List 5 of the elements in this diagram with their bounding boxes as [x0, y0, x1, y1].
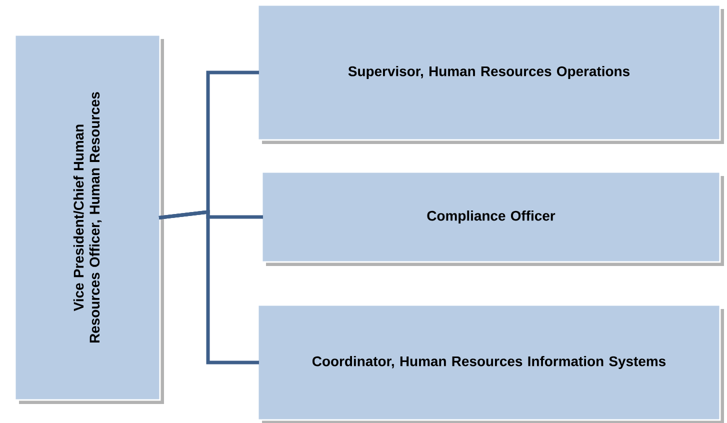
- org-box: Compliance Officer: [261, 171, 724, 266]
- connector-line: [159, 210, 259, 364]
- org-box: Coordinator, Human Resources Information Systems: [257, 304, 724, 423]
- org-box: Supervisor, Human Resources Operations: [257, 4, 724, 144]
- org-box: Vice President/Chief Human Resources Officer, Human Resources: [14, 34, 164, 404]
